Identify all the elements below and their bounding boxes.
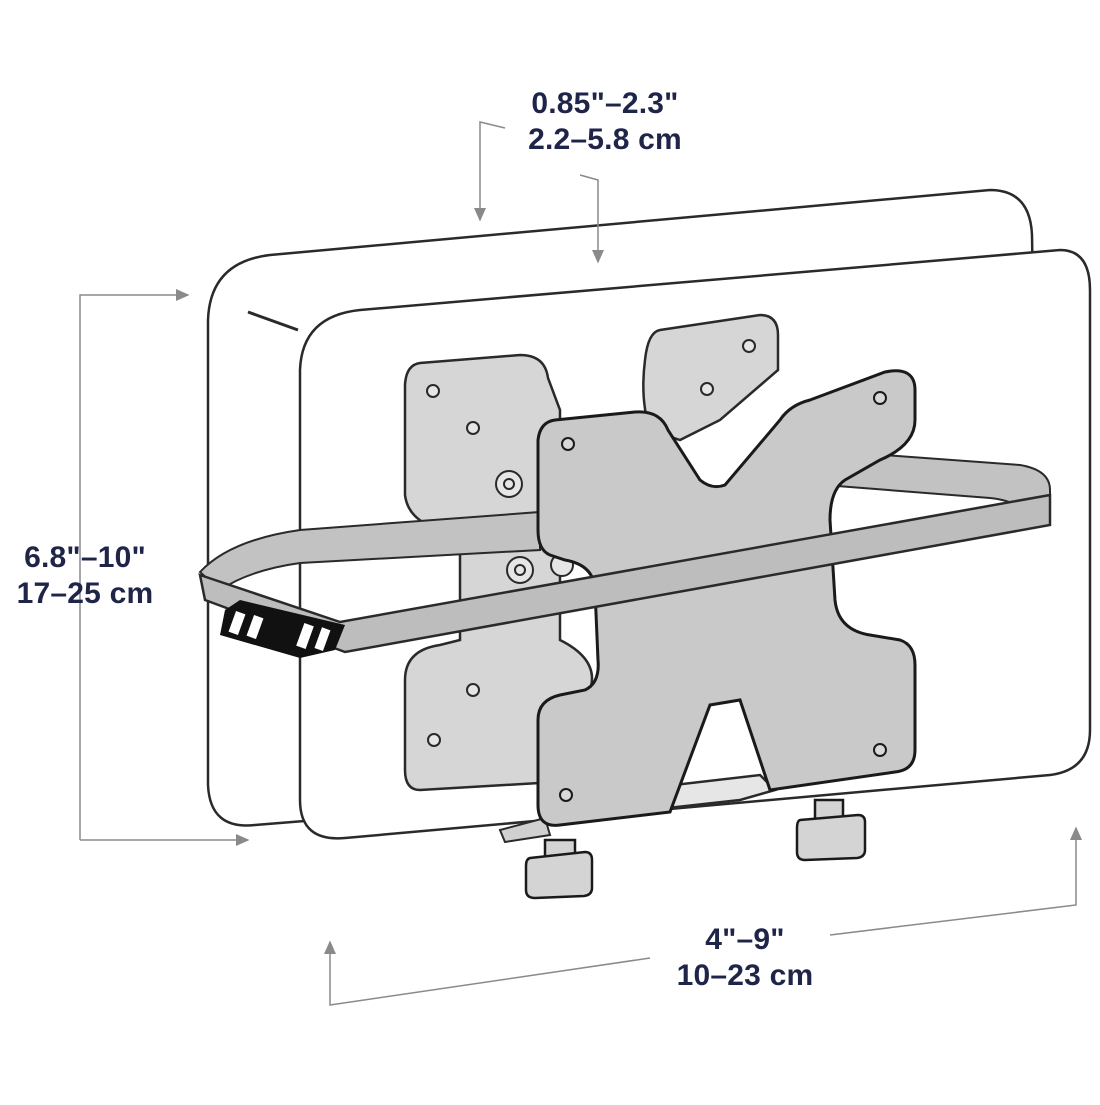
depth-dimension-label: 0.85"–2.3" 2.2–5.8 cm — [490, 86, 720, 158]
bracket-feet — [524, 798, 867, 900]
width-metric: 10–23 cm — [676, 959, 814, 992]
front-plate-holes — [559, 391, 887, 802]
strap-front — [198, 493, 1052, 654]
bracket-front-plate — [536, 369, 917, 827]
height-imperial: 6.8"–10" — [24, 541, 146, 574]
width-dimension-label: 4"–9" 10–23 cm — [630, 922, 860, 994]
depth-imperial: 0.85"–2.3" — [531, 87, 679, 120]
strap-buckle — [220, 600, 345, 658]
height-dimension-label: 6.8"–10" 17–25 cm — [0, 540, 170, 612]
height-metric: 17–25 cm — [16, 577, 154, 610]
depth-metric: 2.2–5.8 cm — [528, 123, 682, 156]
dimension-lines — [79, 121, 1082, 1006]
width-imperial: 4"–9" — [705, 923, 785, 956]
